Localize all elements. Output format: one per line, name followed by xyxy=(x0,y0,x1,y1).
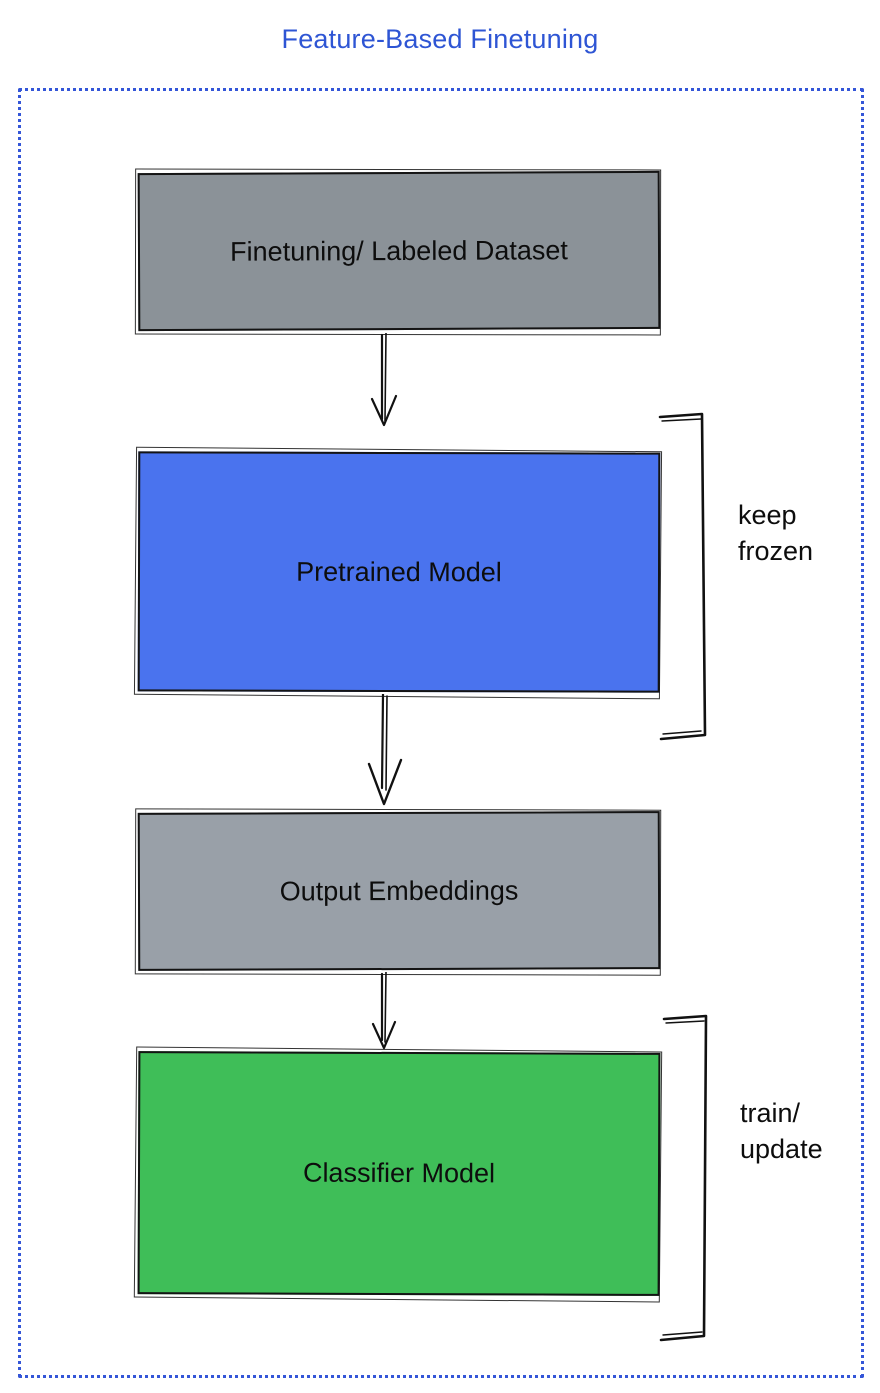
node-label: Output Embeddings xyxy=(279,875,519,906)
node-classifier-model: Classifier Model xyxy=(137,1051,661,1296)
arrow-down-icon-3 xyxy=(363,972,407,1054)
node-label: Classifier Model xyxy=(302,1157,496,1189)
node-output-embeddings: Output Embeddings xyxy=(137,811,661,971)
diagram-frame xyxy=(18,88,864,1378)
node-label: Finetuning/ Labeled Dataset xyxy=(230,234,568,267)
node-pretrained-model: Pretrained Model xyxy=(137,451,661,693)
bracket-icon-train-update xyxy=(654,1012,716,1344)
arrow-down-icon-1 xyxy=(363,333,407,433)
node-label: Pretrained Model xyxy=(296,556,502,587)
arrow-down-icon-2 xyxy=(363,694,407,810)
annotation-train-update: train/ update xyxy=(740,1098,823,1164)
diagram-title: Feature-Based Finetuning xyxy=(281,24,599,54)
bracket-icon-keep-frozen xyxy=(652,408,714,744)
annotation-keep-frozen: keep frozen xyxy=(738,500,814,566)
node-finetuning-dataset: Finetuning/ Labeled Dataset xyxy=(137,170,661,332)
